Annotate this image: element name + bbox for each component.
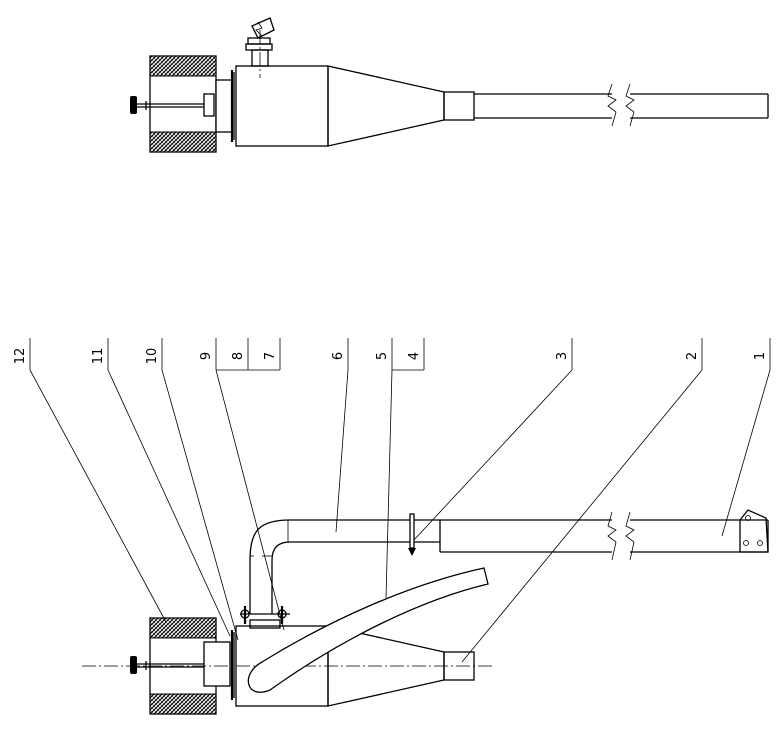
leader-2 bbox=[461, 369, 703, 663]
top-burner-body bbox=[235, 65, 329, 147]
callout-7: 7 bbox=[263, 352, 278, 360]
bottom-flange bbox=[203, 630, 235, 700]
leader-3 bbox=[413, 369, 573, 541]
leader-6 bbox=[335, 369, 349, 533]
callout-1: 1 bbox=[753, 352, 768, 360]
bottom-insulation-block bbox=[149, 617, 217, 715]
elbow-pipe bbox=[249, 519, 410, 614]
leader-9 bbox=[215, 369, 285, 631]
callout-11: 11 bbox=[91, 348, 106, 365]
top-cone bbox=[327, 65, 445, 147]
top-flange bbox=[215, 70, 235, 142]
callout-8: 8 bbox=[231, 352, 246, 360]
leader-1 bbox=[721, 369, 771, 537]
top-view bbox=[130, 17, 769, 153]
callout-2: 2 bbox=[685, 352, 700, 360]
leader-10 bbox=[161, 369, 239, 641]
top-handwheel bbox=[130, 93, 215, 117]
callout-6: 6 bbox=[331, 352, 346, 360]
curved-hose bbox=[247, 567, 489, 693]
leader-11 bbox=[107, 369, 231, 637]
callout-10: 10 bbox=[145, 348, 160, 365]
bottom-handwheel bbox=[130, 656, 204, 674]
pipe-flange bbox=[408, 513, 440, 556]
top-nozzle bbox=[443, 91, 475, 121]
bottom-pipe bbox=[439, 511, 769, 561]
leader-5 bbox=[385, 369, 393, 599]
top-insulation-block bbox=[149, 55, 217, 153]
leader-12 bbox=[29, 369, 167, 623]
callout-3: 3 bbox=[555, 352, 570, 360]
callout-9: 9 bbox=[199, 352, 214, 360]
callout-4: 4 bbox=[407, 352, 422, 360]
top-fitting bbox=[245, 17, 275, 78]
end-bracket bbox=[739, 509, 769, 553]
top-pipe bbox=[474, 83, 769, 127]
callout-5: 5 bbox=[375, 352, 390, 360]
bolted-flange bbox=[240, 606, 290, 629]
callout-12: 12 bbox=[13, 348, 28, 365]
bottom-view bbox=[82, 509, 769, 715]
callouts: 1 2 3 4 5 6 7 8 9 10 bbox=[13, 338, 771, 663]
